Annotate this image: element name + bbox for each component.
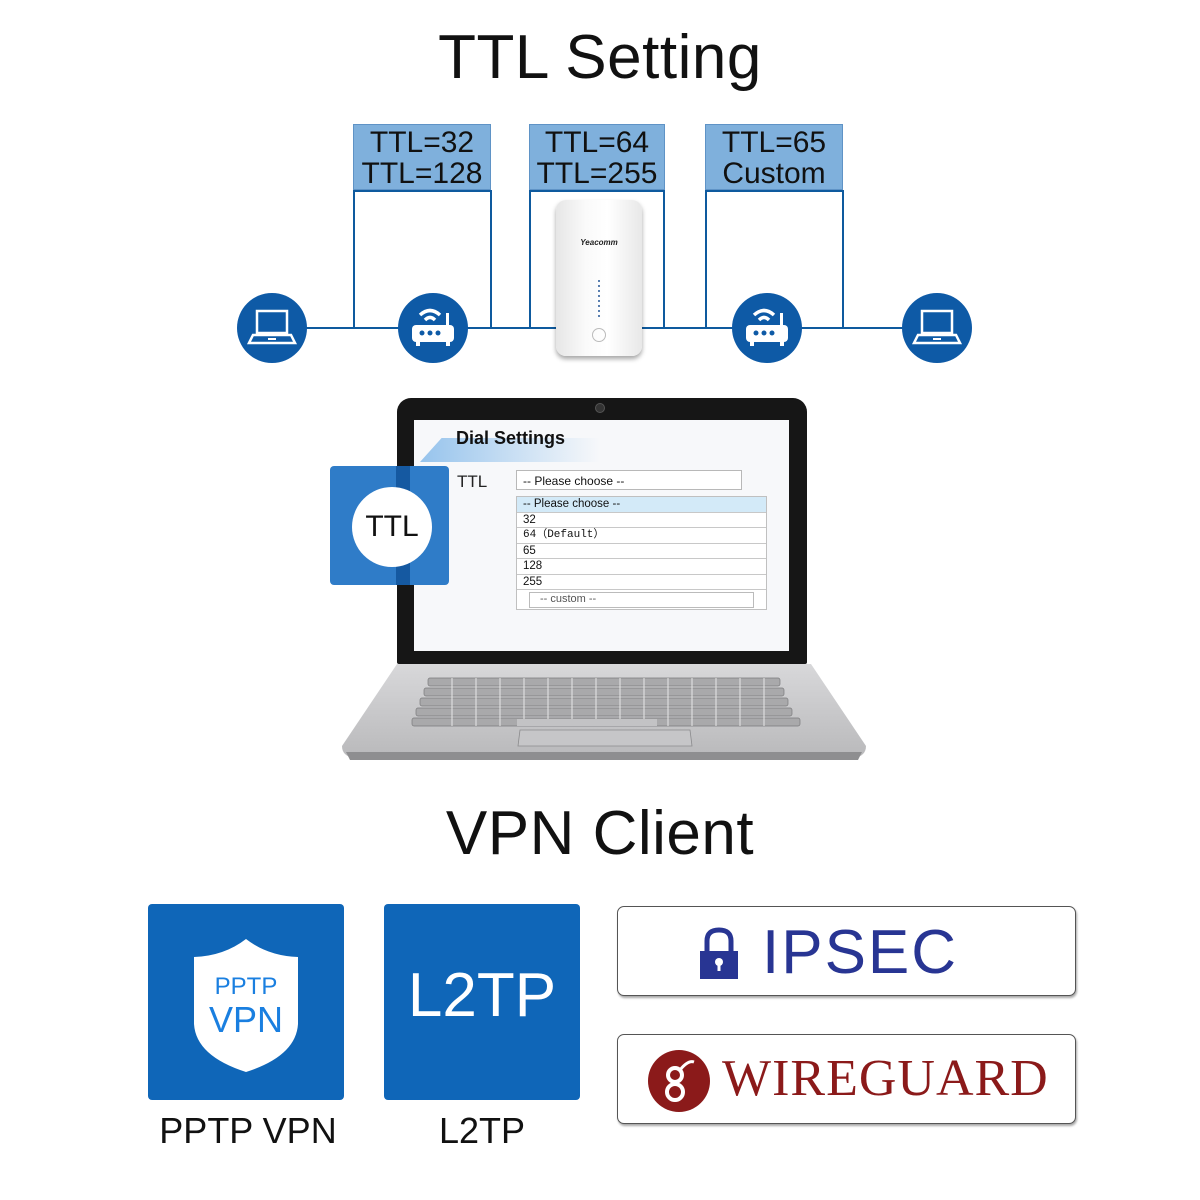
router-icon: [746, 308, 788, 346]
connector-line: [529, 190, 665, 192]
ttl-option[interactable]: 64（Default）: [517, 528, 766, 544]
ttl-label-text: TTL=32: [369, 126, 475, 159]
ttl-label-text: Custom: [722, 157, 826, 190]
pptp-icon-text: PPTP: [215, 973, 278, 1000]
router-icon: [412, 308, 454, 346]
ttl-select[interactable]: -- Please choose --: [516, 470, 742, 490]
ttl-section-title: TTL Setting: [438, 23, 762, 92]
laptop-node: [237, 293, 307, 363]
ttl-option[interactable]: 255: [517, 575, 766, 590]
ttl-label-group-1: TTL=32 TTL=128: [353, 124, 491, 190]
l2tp-icon-text: L2TP: [407, 961, 557, 1030]
laptop-icon: [246, 309, 298, 345]
power-button-icon: [592, 328, 606, 342]
l2tp-tile: L2TP: [384, 904, 580, 1100]
ttl-field-label: TTL: [457, 472, 488, 491]
ttl-label-group-2: TTL=64 TTL=255: [529, 124, 665, 190]
shield-icon: PPTP VPN: [194, 939, 298, 1072]
ipsec-text: IPSEC: [762, 918, 959, 987]
connector-line: [490, 190, 492, 328]
router-node: [398, 293, 468, 363]
vpn-section-title: VPN Client: [445, 799, 755, 868]
ttl-label-text: TTL=64: [544, 126, 650, 159]
pptp-vpn-tile: PPTP VPN: [148, 904, 344, 1100]
connector-line: [529, 190, 531, 328]
ttl-label-group-3: TTL=65 Custom: [705, 124, 843, 190]
pptp-vpn-caption: PPTP VPN: [159, 1110, 337, 1151]
status-leds: [598, 280, 600, 320]
l2tp-caption: L2TP: [438, 1110, 526, 1151]
ttl-option[interactable]: 65: [517, 544, 766, 559]
connector-line: [705, 190, 707, 328]
ipsec-logo: IPSEC: [617, 906, 1076, 996]
wireguard-logo: WireGuard: [617, 1034, 1076, 1124]
connector-line: [353, 190, 491, 192]
ttl-option-custom: -- custom --: [517, 590, 766, 608]
padlock-icon: [700, 927, 738, 979]
custom-ttl-input[interactable]: -- custom --: [529, 592, 754, 608]
webcam-icon: [595, 403, 605, 413]
dial-settings-header-bg: [420, 438, 600, 462]
laptop-node: [902, 293, 972, 363]
ttl-option[interactable]: -- Please choose --: [517, 497, 766, 513]
ttl-option[interactable]: 32: [517, 513, 766, 528]
yeacomm-router-device: Yeacomm: [556, 200, 642, 356]
connector-line: [705, 190, 843, 192]
wireguard-text: WireGuard: [722, 1050, 1049, 1107]
device-brand: Yeacomm: [580, 238, 618, 247]
ttl-badge-circle: TTL: [352, 487, 432, 567]
laptop-keyboard-base: [342, 664, 866, 760]
ttl-label-text: TTL=65: [721, 126, 827, 159]
router-node: [732, 293, 802, 363]
ttl-label-text: TTL=255: [536, 157, 658, 190]
ttl-option[interactable]: 128: [517, 559, 766, 575]
ttl-dropdown-list: -- Please choose -- 32 64（Default） 65 12…: [516, 496, 767, 610]
connector-line: [842, 190, 844, 328]
wireguard-dragon-icon: [648, 1050, 710, 1112]
dial-settings-title: Dial Settings: [456, 428, 566, 448]
laptop-icon: [911, 309, 963, 345]
connector-line: [353, 190, 355, 328]
ttl-label-text: TTL=128: [361, 157, 483, 190]
connector-line: [663, 190, 665, 328]
vpn-icon-text: VPN: [209, 999, 283, 1040]
